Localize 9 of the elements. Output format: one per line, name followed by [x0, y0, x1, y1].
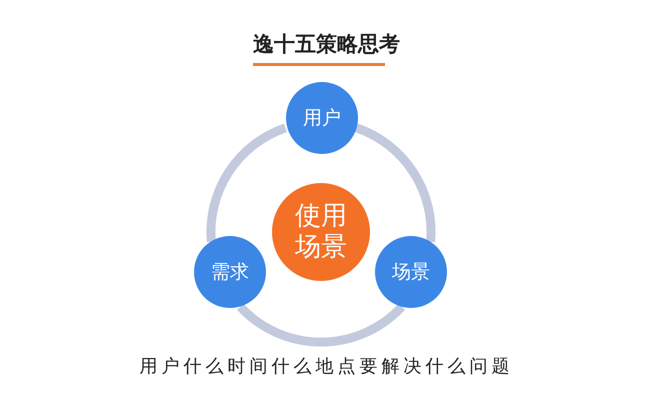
topic-circle: 场景: [375, 236, 447, 308]
topic-circle: 需求: [194, 236, 266, 308]
diagram-title: 逸十五策略思考: [252, 31, 401, 58]
ring-arc-connector: [237, 304, 405, 346]
topic-circle: 用户: [286, 82, 358, 154]
ring-arc-connector: [354, 124, 436, 242]
center-circle: 使用场景: [272, 183, 370, 281]
caption: 用户什么时间什么地点要解决什么问题: [138, 355, 514, 378]
ring-arc-connector: [206, 124, 288, 242]
